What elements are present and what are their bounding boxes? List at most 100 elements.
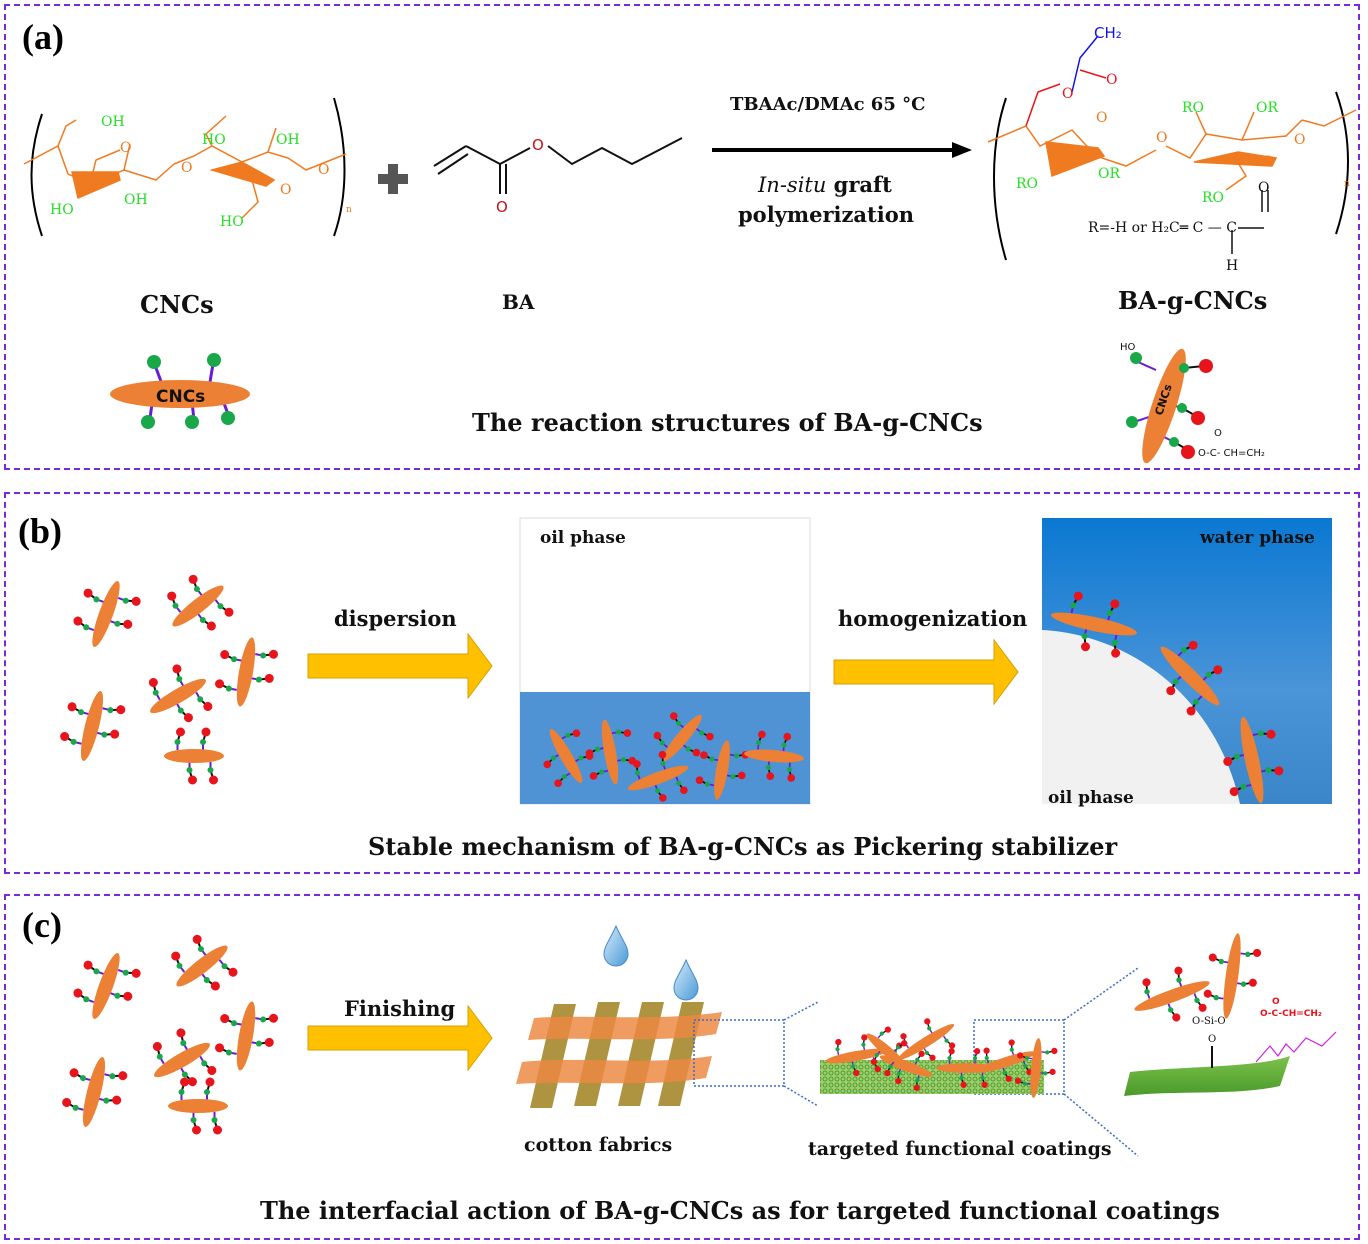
green-node	[1043, 1071, 1048, 1076]
chem-o: O	[280, 182, 291, 198]
red-node	[659, 794, 667, 802]
cnc-rod	[73, 953, 141, 1019]
green-node	[1240, 783, 1247, 790]
red-node	[973, 1048, 981, 1055]
chem-ch2: CH₂	[1094, 24, 1122, 42]
green-node	[204, 1089, 210, 1095]
green-node	[1176, 977, 1182, 983]
green-node	[172, 602, 179, 609]
green-node	[1023, 1063, 1028, 1069]
plus-icon	[378, 164, 408, 194]
red-node	[895, 1077, 902, 1085]
chem-ho: HO	[50, 202, 74, 218]
chem-ho: HO	[202, 132, 226, 148]
si-o-label: O	[1208, 1034, 1216, 1045]
green-node	[594, 746, 600, 752]
red-node	[653, 731, 662, 740]
red-node	[171, 951, 181, 961]
green-node	[861, 1042, 866, 1047]
green-node	[93, 968, 100, 975]
red-node	[206, 621, 216, 631]
green-node	[107, 707, 114, 714]
rod-body	[627, 765, 689, 791]
chem-n: n	[346, 205, 352, 215]
red-node	[118, 1071, 128, 1081]
green-node	[1144, 988, 1150, 995]
green-node	[225, 685, 232, 692]
rod-body	[1240, 716, 1264, 804]
green-node	[255, 1040, 262, 1047]
green-node	[704, 781, 710, 787]
red-node	[861, 1034, 868, 1041]
green-node	[924, 1050, 930, 1056]
chem-o: O	[496, 198, 508, 216]
red-node	[1198, 1003, 1207, 1012]
reaction-type-italic: In-situ	[758, 173, 827, 197]
green-node	[879, 1031, 884, 1036]
cnc-rod	[215, 1001, 278, 1071]
red-node	[69, 1068, 79, 1078]
red-node	[1111, 648, 1121, 658]
ester-label: O-C- CH=CH₂	[1198, 448, 1265, 459]
red-node	[680, 786, 688, 795]
red-node	[853, 1069, 860, 1077]
green-node	[616, 729, 622, 735]
red-node	[554, 779, 562, 787]
cnc-rod	[627, 750, 689, 802]
cnc-rod	[164, 727, 224, 785]
red-node	[207, 1065, 217, 1075]
green-node	[634, 770, 640, 776]
cnc-rod	[1134, 966, 1210, 1022]
rod-body	[662, 714, 702, 762]
green-node	[959, 1075, 964, 1080]
rod-body	[744, 749, 804, 763]
panel-b-caption: Stable mechanism of BA-g-CNCs as Pickeri…	[368, 832, 1118, 861]
red-node	[981, 1081, 988, 1088]
chem-ro: RO	[1202, 190, 1224, 206]
dispersion-label: dispersion	[334, 606, 457, 631]
targeted-coatings-label: targeted functional coatings	[808, 1138, 1112, 1160]
green-node	[598, 769, 604, 775]
green-node	[231, 656, 238, 663]
green-node	[72, 1104, 79, 1111]
homogenization-label: homogenization	[838, 606, 1028, 631]
green-node	[1024, 1056, 1030, 1061]
red-node	[60, 731, 70, 741]
red-node	[123, 991, 133, 1001]
panel-c-graphics: O-Si-O O O O-C-CH=CH₂	[62, 924, 1337, 1157]
rod-body	[236, 1001, 256, 1071]
green-node	[221, 963, 228, 970]
green-node	[225, 1049, 232, 1056]
red-node	[1166, 686, 1176, 696]
cnc-rod	[866, 1026, 908, 1077]
chem-n: n	[1344, 179, 1350, 189]
red-node	[123, 619, 133, 629]
red-node	[264, 673, 274, 683]
chem-o: O	[1258, 180, 1269, 196]
green-node	[676, 780, 682, 786]
reaction-type: In-situ graft	[758, 172, 892, 197]
green-node	[835, 1047, 840, 1052]
rod-body	[1050, 612, 1138, 636]
red-node	[188, 574, 198, 584]
green-node	[756, 740, 762, 746]
panel-c-caption: The interfacial action of BA-g-CNCs as f…	[260, 1196, 1220, 1225]
red-node	[188, 775, 197, 785]
green-node	[895, 1045, 901, 1050]
finishing-arrow-icon	[307, 1004, 493, 1072]
green-node	[660, 760, 666, 767]
green-node	[1265, 767, 1272, 774]
rod-body	[549, 728, 583, 784]
panel-a-graphics: OH O HO OH O HO OH O O HO n O O	[23, 24, 1357, 464]
red-node	[1213, 665, 1223, 675]
red-node	[1253, 948, 1262, 957]
red-node	[913, 1084, 920, 1091]
red-node	[983, 1047, 990, 1054]
red-node	[960, 1081, 967, 1088]
red-node	[737, 771, 746, 780]
red-node	[572, 729, 581, 738]
ba-label: BA	[502, 290, 535, 314]
green-node	[1233, 753, 1240, 760]
red-node	[187, 1077, 197, 1087]
cnc-rod	[148, 664, 213, 723]
